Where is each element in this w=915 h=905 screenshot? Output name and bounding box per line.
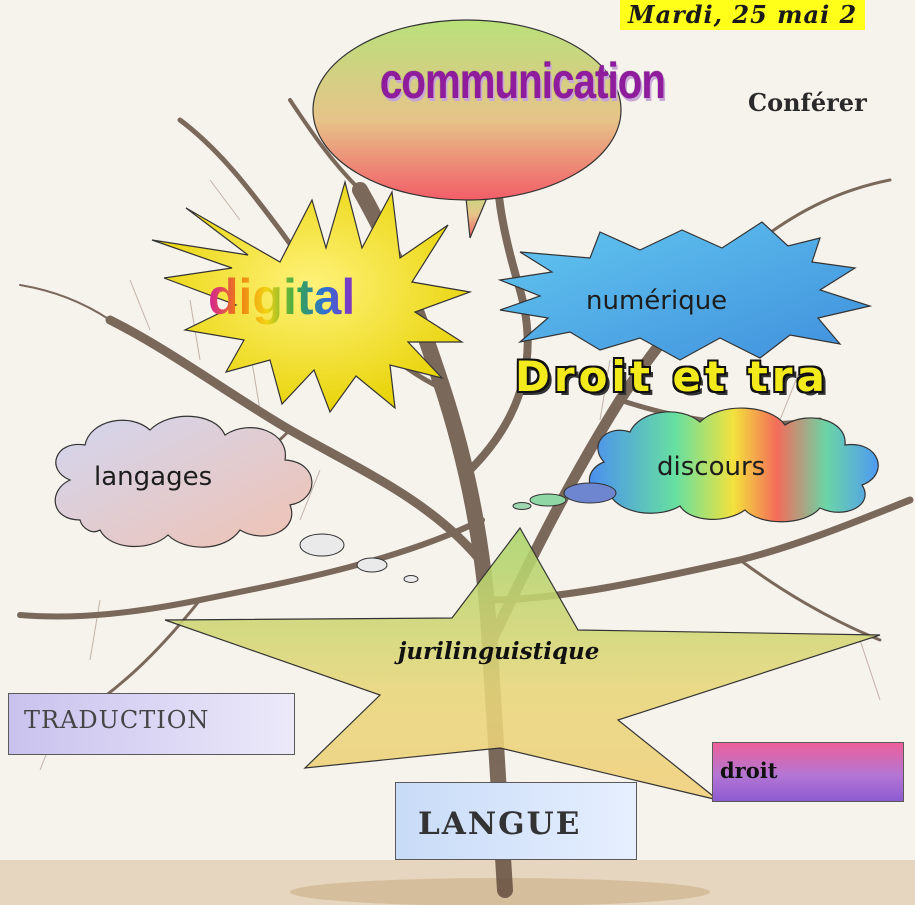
numerique-burst-label: numérique (586, 286, 728, 316)
digital-burst-label: digital (208, 269, 356, 325)
langages-cloud-label: langages (94, 462, 213, 492)
jurilinguistique-star-label: jurilinguistique (398, 638, 600, 665)
droit-label: droit (720, 758, 778, 783)
langue-box (395, 782, 637, 860)
main-title: Droit et tra (515, 352, 829, 401)
droit-box (712, 742, 904, 802)
langue-label: LANGUE (418, 806, 582, 842)
traduction-label: TRADUCTION (24, 706, 210, 734)
conference-heading: Conférer (748, 88, 867, 117)
traduction-box (8, 693, 295, 755)
date-banner: Mardi, 25 mai 2 (620, 0, 866, 30)
communication-bubble-label: communication (380, 53, 666, 109)
discours-cloud-label: discours (657, 452, 766, 482)
